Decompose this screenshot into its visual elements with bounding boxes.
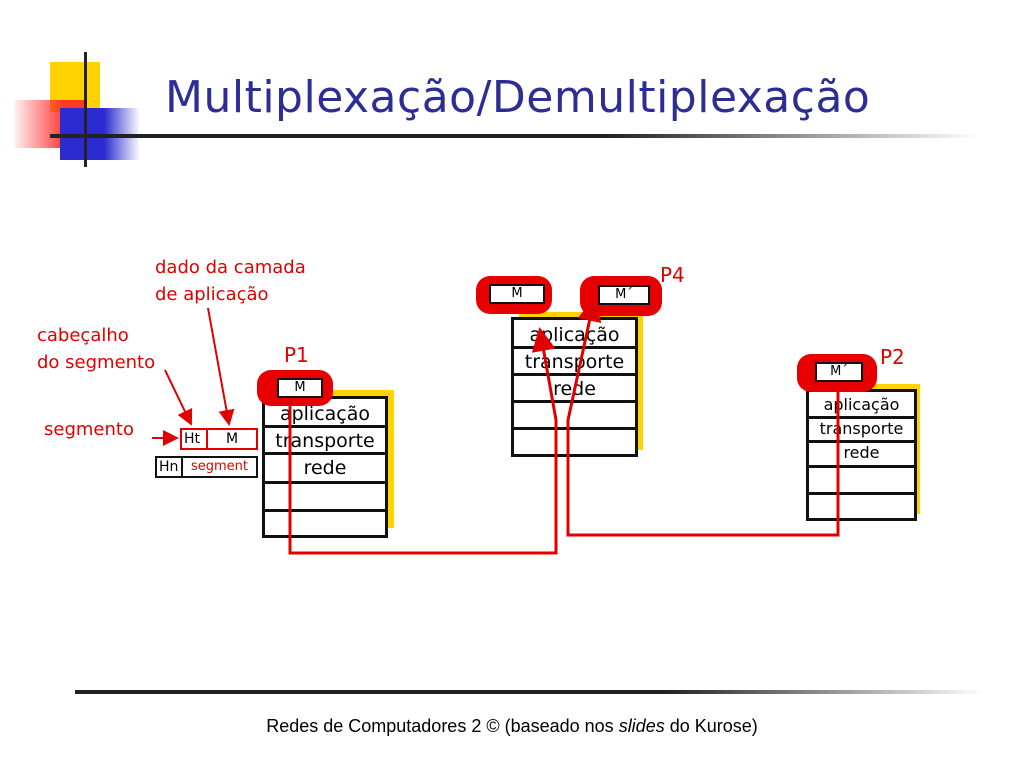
footer: Redes de Computadores 2 © (baseado nos s…: [0, 716, 1024, 737]
segment-header-label: cabeçalho do segmento: [37, 322, 155, 376]
host-p1-layer-application: aplicação: [279, 403, 371, 425]
process-p1-label: P1: [284, 343, 309, 367]
segment-label: segmento: [44, 419, 134, 440]
app-data-arrow: [207, 307, 235, 426]
p1-message: M: [277, 378, 323, 398]
host-p2-layer-application: aplicação: [823, 395, 900, 414]
host-p1-layer-network: rede: [303, 457, 347, 479]
host-p1-divider: [265, 509, 385, 512]
app-data-label-line1: dado da camada: [155, 257, 306, 278]
host-p4-divider: [514, 373, 635, 376]
p4-message-m: M: [489, 284, 545, 304]
title-ornament-line: [84, 52, 87, 167]
host-p2-layer-network: rede: [843, 443, 880, 462]
footer-text-italic: slides: [618, 716, 665, 736]
footer-divider: [75, 690, 985, 694]
host-p1-divider: [265, 452, 385, 455]
host-p2-divider: [809, 465, 914, 468]
network-header-text: Hn: [159, 459, 179, 475]
footer-text-after: do Kurose): [664, 716, 758, 736]
host-p2-divider: [809, 492, 914, 495]
p2-message: M´: [815, 362, 863, 382]
segment-message-text: M: [225, 431, 239, 447]
title-divider: [50, 134, 980, 138]
segment-cell-text: segment: [190, 459, 249, 474]
host-p4-divider: [514, 400, 635, 403]
host-p1-divider: [265, 425, 385, 428]
host-p1-layer-transport: transporte: [275, 430, 375, 452]
path-p2-to-p4: [566, 297, 840, 537]
p4-message-m-prime: M´: [598, 285, 650, 305]
segment-header-label-line1: cabeçalho: [37, 325, 129, 346]
path-p1-to-p4: [288, 327, 558, 555]
host-p2-divider: [809, 440, 914, 443]
host-p2-divider: [809, 416, 914, 419]
segment-header-arrow: [164, 369, 193, 426]
host-p4-layer-transport: transporte: [524, 351, 625, 373]
app-data-label-line2: de aplicação: [155, 284, 269, 305]
segment-cell: segment: [181, 456, 258, 478]
host-p1-divider: [265, 481, 385, 484]
host-p4-divider: [514, 346, 635, 349]
host-p2-layer-transport: transporte: [819, 419, 904, 438]
host-p4-divider: [514, 427, 635, 430]
app-data-label: dado da camada de aplicação: [155, 254, 306, 308]
transport-header-text: Ht: [184, 431, 201, 447]
host-p2-box: aplicação transporte rede: [806, 389, 917, 521]
segment-header-label-line2: do segmento: [37, 352, 156, 373]
process-p2-label: P2: [880, 345, 905, 369]
segment-message-cell: M: [206, 428, 258, 450]
process-p4-label: P4: [660, 263, 685, 287]
host-p1-box: aplicação transporte rede: [262, 396, 388, 538]
footer-text-before: Redes de Computadores 2 © (baseado nos: [266, 716, 619, 736]
page-title: Multiplexação/Demultiplexação: [165, 72, 871, 123]
